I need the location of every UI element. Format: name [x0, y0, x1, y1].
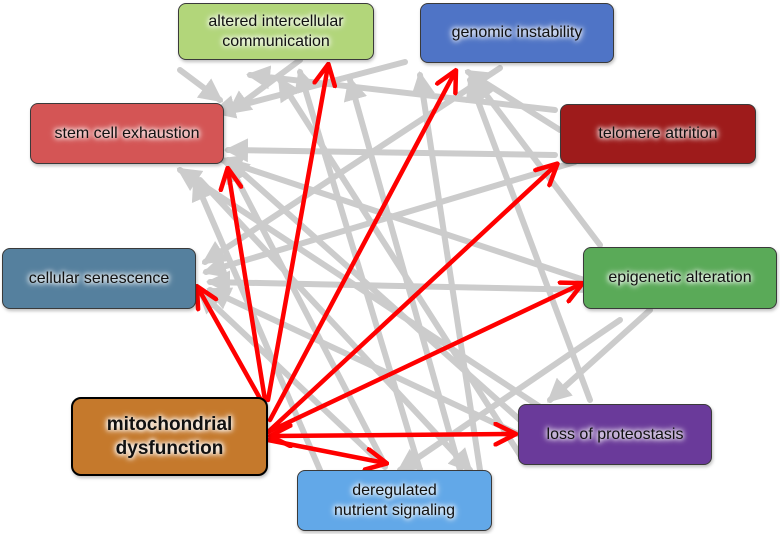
- node-stem-cell-exhaustion: stem cell exhaustion: [30, 103, 224, 164]
- node-cellular-senescence: cellular senescence: [2, 248, 196, 309]
- secondary-edge-15: [211, 59, 408, 119]
- edge-to-altered-intercellular-communication: [265, 66, 328, 403]
- node-label: altered intercellular communication: [208, 12, 344, 50]
- node-label: stem cell exhaustion: [54, 124, 200, 142]
- node-label: genomic instability: [451, 24, 583, 41]
- edge-to-genomic-instability: [267, 72, 455, 423]
- node-label: loss of proteostasis: [546, 425, 684, 443]
- secondary-edge-0: [224, 138, 558, 163]
- edge-to-stem-cell-exhaustion: [228, 170, 268, 403]
- secondary-edge-19: [176, 167, 563, 423]
- node-label: deregulated nutrient signaling: [334, 481, 455, 519]
- node-telomere-attrition: telomere attrition: [560, 104, 756, 164]
- node-label: telomere attrition: [598, 125, 718, 142]
- secondary-edge-3: [206, 270, 593, 295]
- node-altered-intercellular-communication: altered intercellular communication: [178, 3, 374, 60]
- node-label: epigenetic alteration: [608, 269, 752, 286]
- secondary-edge-8: [177, 67, 224, 103]
- secondary-edge-24: [547, 307, 653, 403]
- edge-to-deregulated-nutrient-signaling: [265, 437, 385, 463]
- node-label: mitochondrial dysfunction: [106, 413, 233, 459]
- node-label: cellular senescence: [28, 269, 170, 287]
- secondary-edge-20: [411, 71, 483, 473]
- secondary-edge-6: [225, 158, 388, 468]
- node-genomic-instability: genomic instability: [420, 3, 614, 63]
- edge-to-epigenetic-alteration: [265, 284, 581, 435]
- node-mitochondrial-dysfunction: mitochondrial dysfunction: [71, 397, 268, 476]
- edge-to-telomere-attrition: [265, 165, 556, 435]
- node-epigenetic-alteration: epigenetic alteration: [583, 247, 777, 309]
- mitochondrial-connections: [198, 66, 581, 463]
- secondary-edge-2: [218, 154, 593, 285]
- edge-to-cellular-senescence: [198, 288, 265, 405]
- node-deregulated-nutrient-signaling: deregulated nutrient signaling: [297, 470, 492, 531]
- secondary-edge-11: [465, 76, 593, 403]
- secondary-edge-21: [277, 76, 523, 458]
- node-loss-of-proteostasis: loss of proteostasis: [518, 404, 712, 465]
- edge-to-loss-of-proteostasis: [272, 434, 514, 436]
